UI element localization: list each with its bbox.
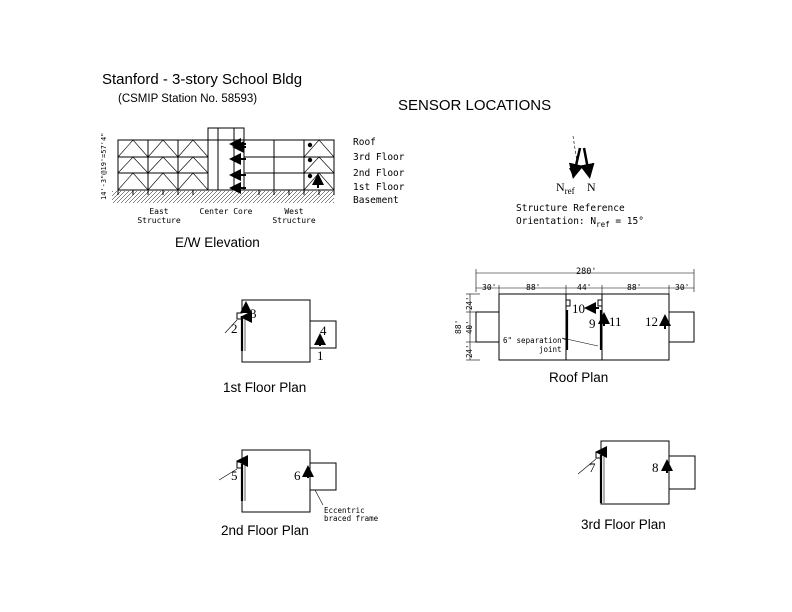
orientation-line1: Structure Reference: [516, 203, 625, 214]
roof-overall-dim: 280': [576, 267, 596, 277]
nref-sub: ref: [565, 186, 575, 196]
page-subtitle: (CSMIP Station No. 58593): [118, 93, 257, 105]
roof-caption: Roof Plan: [549, 370, 608, 385]
plan-first-floor: 1 2 3 4 1st Floor Plan: [223, 299, 337, 395]
sensor-6: 6: [294, 468, 301, 483]
nref-label: N: [556, 180, 565, 194]
page-title: Stanford - 3-story School Bldg: [102, 71, 302, 88]
part-label-core: Center Core: [200, 207, 253, 216]
sensor-9: 9: [589, 316, 596, 331]
part-label-east-2: Structure: [137, 216, 181, 225]
joint-note-1: 6" separation: [503, 336, 562, 345]
part-label-east-1: East: [149, 207, 168, 216]
sensor-1: 1: [317, 348, 324, 363]
sensor-7: 7: [589, 460, 596, 475]
sensor-12: 12: [645, 314, 658, 329]
elevation-caption: E/W Elevation: [175, 235, 260, 250]
braced-frame-note-2: braced frame: [324, 514, 379, 523]
level-label-basement: Basement: [353, 195, 399, 206]
svg-text:Nref: Nref: [556, 180, 575, 196]
ew-elevation: 14'-3"@19'=57'4" Roof 3rd Floor 2nd Floo…: [100, 127, 405, 250]
braced-frame-note-1: Eccentric: [324, 506, 365, 515]
sensor-4: 4: [320, 323, 327, 338]
level-label-1st: 1st Floor: [353, 182, 405, 193]
sensor-5: 5: [231, 468, 238, 483]
level-label-3rd: 3rd Floor: [353, 152, 405, 163]
joint-note-2: joint: [539, 345, 562, 354]
orientation-suffix: = 15°: [610, 216, 644, 227]
sensor-11: 11: [609, 314, 622, 329]
plan-third-floor: 7 8 3rd Floor Plan: [577, 440, 696, 532]
roof-depth-total: 88': [454, 320, 463, 334]
third-floor-caption: 3rd Floor Plan: [581, 517, 666, 532]
part-label-west-2: Structure: [272, 216, 316, 225]
plan-roof: 280' 30' 88' 44' 88' 30' 88' 24' 40' 24': [454, 267, 695, 385]
part-label-west-1: West: [284, 207, 303, 216]
sensor-10: 10: [572, 301, 585, 316]
sensor-8: 8: [652, 460, 659, 475]
sensor-3: 3: [250, 306, 257, 321]
sensor-locations-heading: SENSOR LOCATIONS: [398, 97, 551, 114]
n-label: N: [587, 180, 596, 194]
roof-span-5: 30': [675, 283, 689, 292]
roof-depth-2: 40': [465, 320, 474, 334]
north-arrow: Nref N Structure Reference Orientation: …: [516, 135, 644, 229]
roof-span-4: 88': [627, 283, 641, 292]
level-label-2nd: 2nd Floor: [353, 168, 405, 179]
second-floor-caption: 2nd Floor Plan: [221, 523, 309, 538]
svg-text:Orientation: Nref = 15°: Orientation: Nref = 15°: [516, 216, 644, 229]
elevation-height-note: 14'-3"@19'=57'4": [100, 133, 108, 200]
orientation-sub: ref: [596, 220, 610, 229]
roof-span-1: 30': [482, 283, 496, 292]
plan-second-floor: 5 6 Eccentric braced frame 2nd Floor Pla…: [218, 449, 379, 538]
roof-span-2: 88': [526, 283, 540, 292]
roof-depth-1: 24': [465, 296, 474, 310]
first-floor-caption: 1st Floor Plan: [223, 380, 306, 395]
orientation-prefix: Orientation: N: [516, 216, 596, 227]
level-label-roof: Roof: [353, 137, 376, 148]
roof-span-3: 44': [577, 283, 591, 292]
sensor-2: 2: [231, 321, 238, 336]
roof-depth-3: 24': [465, 344, 474, 358]
